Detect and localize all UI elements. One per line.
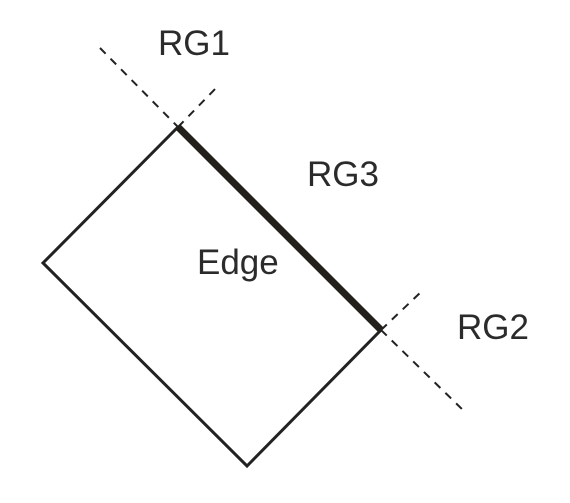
rg2-dashed-line-b <box>380 290 423 331</box>
rg2-boundary-lines <box>380 290 467 414</box>
rg2-dashed-line-a <box>380 329 467 414</box>
highlighted-edge <box>175 124 384 333</box>
rg1-label: RG1 <box>158 24 230 63</box>
rg3-label: RG3 <box>307 155 379 194</box>
rg2-label: RG2 <box>457 308 529 347</box>
rg1-boundary-lines <box>99 47 219 128</box>
rg1-dashed-line-b <box>177 85 219 128</box>
rg1-dashed-line-a <box>99 47 179 128</box>
rectangle-outline <box>40 125 383 469</box>
edge-label: Edge <box>197 243 279 282</box>
